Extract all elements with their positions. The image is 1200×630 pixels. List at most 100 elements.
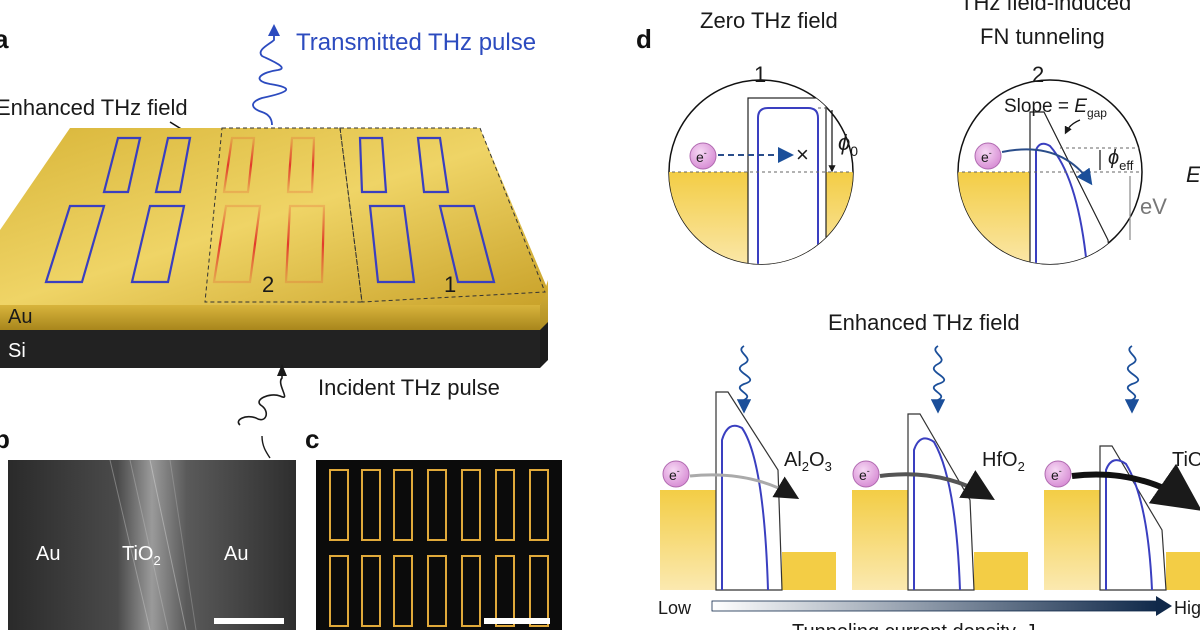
panel-d: d Zero THz field THz field-induced FN tu… [636,0,1200,630]
barrier-outline [1099,445,1167,591]
resonator [102,136,142,194]
zero-field-title: Zero THz field [700,8,838,33]
panel-d-letter: d [636,24,652,54]
tunneling-arrow-strong [1071,463,1200,511]
panel-a-letter: a [0,24,9,54]
current-density-axis: Low Hig Tunneling current density, J [658,596,1200,630]
thz-pulses [736,345,1140,414]
tem-texture [109,459,197,630]
tem-au-right: Au [224,543,248,565]
resonator [358,136,388,194]
axis-gradient-bar [711,600,1159,612]
thz-pulse-icon [1124,345,1140,414]
electron-label: e- [1051,466,1062,483]
fn-tunneling-circle: 2 Slope = Egap ϕeff eV E e- [957,62,1200,265]
electron-label: e- [981,148,992,165]
resonator-array [44,136,496,284]
panel-a: a Transmitted THz pulse Enhanced THz fie… [0,24,548,459]
fn-title-line1: THz field-induced [960,0,1131,15]
electron-label: e- [669,466,680,483]
electron-label: e- [859,466,870,483]
optical-resonator [529,469,549,541]
axis-low-label: Low [658,598,692,618]
barrier-outline [907,413,975,591]
axis-arrowhead-icon [1156,596,1172,616]
axis-title: Tunneling current density, J [792,621,1035,630]
tem-tio2: TiO2 [122,543,161,568]
resonator [416,136,450,194]
panel-c-letter: c [305,424,319,454]
fn-tunneling-arrow [1001,148,1093,186]
transmitted-label: Transmitted THz pulse [296,29,536,56]
electron-icon [1044,460,1072,488]
metal-left [1044,490,1100,590]
eV-label: eV [1140,194,1167,219]
au-layer [0,305,540,330]
phi-eff-label: ϕeff [1108,147,1134,173]
electron-icon [689,142,717,170]
barrier-profile-1 [757,107,819,264]
resonator [438,204,496,284]
incident-label: Incident THz pulse [318,375,500,400]
blocked-x-icon: × [796,142,809,167]
au-label: Au [8,306,32,328]
enhanced-field-label-d: Enhanced THz field [828,310,1020,335]
panel-c: c [305,424,562,630]
panel-b: b Au TiO2 Au [0,424,296,630]
optical-resonator [461,469,481,541]
barrier-outline [715,391,783,591]
slope-pointer [1064,119,1081,135]
metal-right [974,552,1028,590]
slope-label: Slope = Egap [1004,96,1107,120]
optical-resonator [361,555,381,627]
circle-2-number: 2 [1032,62,1044,87]
transmitted-pulse-wave [252,30,287,126]
barrier-profile-2 [1035,142,1089,264]
tem-au-left: Au [36,543,60,565]
barrier-profile [721,424,769,591]
resonator-enhanced [286,136,316,194]
optical-resonator [427,469,447,541]
region-1-outline [339,127,546,303]
region-2-outline [204,127,363,303]
metal-right [782,552,836,590]
tunneling-arrow-medium [879,470,995,501]
tem-image [8,460,296,630]
tunneling-arrow-weak [689,473,800,500]
si-layer [0,330,540,368]
optical-scale-bar [484,618,550,624]
barrier-box-1 [747,97,827,264]
optical-resonator [427,555,447,627]
optical-resonator [329,469,349,541]
material-hfo2: HfO2 [982,449,1025,474]
optical-resonator [495,469,515,541]
resonator-enhanced [212,204,262,284]
tunneling-diagram-tio2: e- TiO [1044,445,1200,591]
optical-image [316,460,562,630]
circle-1-number: 1 [754,62,766,87]
electron-icon [974,142,1002,170]
si-label: Si [8,340,26,362]
edge-E-label: E [1186,162,1200,187]
tunneling-diagram-al2o3: e- Al2O3 [660,391,836,591]
region-1-number: 1 [444,272,456,297]
transmitted-arrow-icon [268,24,280,36]
fermi-sea-2-left [958,172,1030,264]
resonator [368,204,416,284]
metal-left [852,490,908,590]
optical-resonator [495,555,515,627]
electron-icon [852,460,880,488]
optical-resonator [329,555,349,627]
resonator [44,204,106,284]
fn-title-line2: FN tunneling [980,24,1105,49]
resonator [154,136,192,194]
phi0-label: ϕ0 [838,130,858,159]
electron-icon [662,460,690,488]
incident-tail [261,435,271,459]
material-tio2: TiO [1172,449,1200,471]
optical-resonator [393,555,413,627]
metal-left [660,490,716,590]
incident-arrow-icon [277,364,287,376]
enhanced-field-label: Enhanced THz field [0,95,188,120]
